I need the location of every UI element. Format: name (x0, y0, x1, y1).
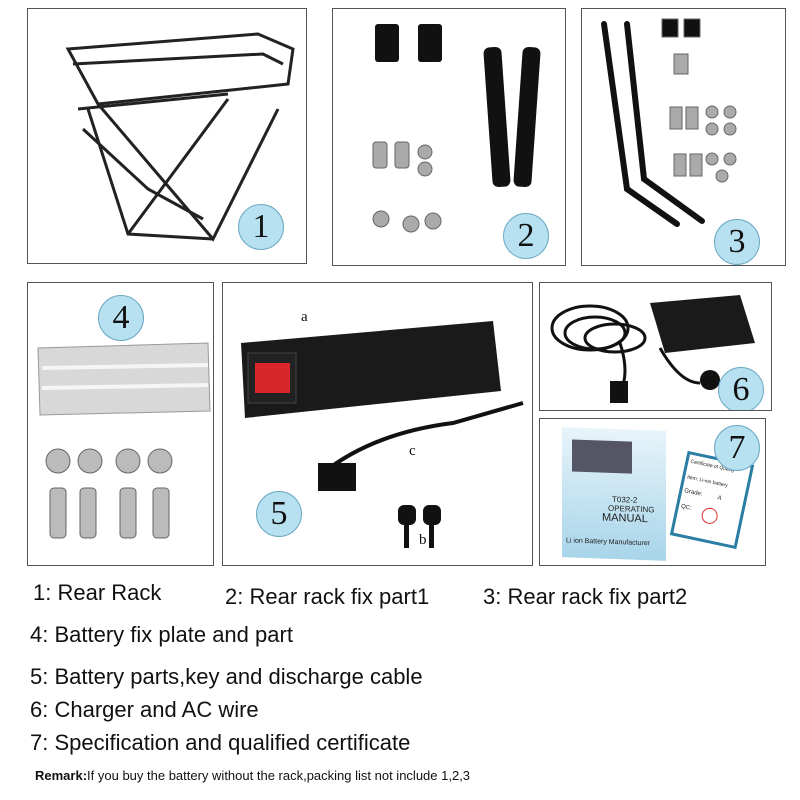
remark: Remark:If you buy the battery without th… (35, 768, 470, 783)
caption-2: 2: Rear rack fix part1 (225, 584, 430, 609)
remark-text: If you buy the battery without the rack,… (87, 768, 471, 783)
part-label-b: b (419, 532, 427, 548)
panel-rack-fix-part2: 3 (581, 8, 786, 266)
remark-label: Remark: (35, 768, 88, 783)
caption-6: 6: Charger and AC wire (30, 697, 259, 722)
caption-1: 1: Rear Rack (33, 580, 162, 605)
manual-line2: MANUAL (602, 511, 648, 526)
operating-manual: T032-2 OPERATING MANUAL Li ion Battery M… (562, 427, 666, 561)
panel-rear-rack: 1 (27, 8, 307, 264)
certificate-grade-label: Grade: (683, 488, 703, 498)
manual-maker: Li ion Battery Manufacturer (566, 537, 651, 548)
number-badge: 7 (714, 425, 760, 471)
certificate-qc: QC: (680, 503, 692, 512)
part-label-a: a (301, 309, 308, 325)
number-badge: 1 (238, 204, 284, 250)
number-badge: 6 (718, 367, 764, 410)
panel-battery-parts: a b c 5 (222, 282, 533, 566)
number-badge: 5 (256, 491, 302, 537)
panel-manual-certificate: T032-2 OPERATING MANUAL Li ion Battery M… (539, 418, 766, 566)
number-badge: 2 (503, 213, 549, 259)
caption-7: 7: Specification and qualified certifica… (30, 730, 411, 755)
fix-plate-illustration (37, 342, 211, 539)
certificate-item: Item: Li-ion battery (686, 474, 729, 489)
caption-4: 4: Battery fix plate and part (30, 622, 293, 647)
panel-charger: 6 (539, 282, 772, 411)
rear-rack-illustration (65, 32, 295, 242)
caption-5: 5: Battery parts,key and discharge cable (30, 664, 423, 689)
fix-parts-illustration (372, 24, 541, 233)
number-badge: 3 (714, 219, 760, 265)
qc-stamp (700, 506, 720, 526)
panel-battery-fix-plate: 4 (27, 282, 214, 566)
number-badge: 4 (98, 295, 144, 341)
panel-rack-fix-part1: 2 (332, 8, 566, 266)
charger-illustration (550, 295, 755, 403)
part-label-c: c (409, 443, 416, 459)
battery-illustration (241, 321, 524, 548)
caption-3: 3: Rear rack fix part2 (483, 584, 688, 609)
certificate-grade-value: A (716, 495, 723, 502)
manual-photo (572, 439, 632, 474)
support-bars-illustration (601, 18, 737, 227)
